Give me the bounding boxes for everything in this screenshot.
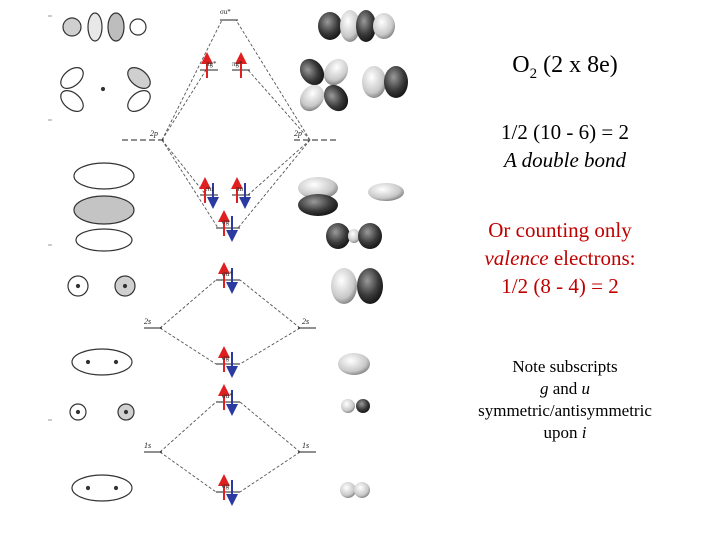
slide-title: O2 (2 x 8e): [470, 52, 660, 83]
render-sigma-star-1s: [341, 399, 370, 413]
valence-note-line2-rest: electrons:: [548, 246, 636, 270]
label-2p-left: 2p: [150, 129, 158, 138]
label-2p-right: 2p: [294, 129, 302, 138]
render-pi-star: [299, 58, 408, 112]
inversion-i: i: [581, 423, 587, 442]
subscript-g: g: [539, 379, 549, 398]
bond-order-block: 1/2 (10 - 6) = 2 A double bond: [470, 118, 660, 174]
symmetry-note-line3: symmetric/antisymmetric: [478, 401, 652, 420]
correlation-lines: [159, 19, 311, 493]
render-sigma-2s: [338, 353, 370, 375]
label-pi-left: πu: [206, 185, 214, 193]
energy-axis-ticks: [48, 15, 52, 421]
label-pi-star-right: πg*: [232, 60, 243, 68]
orbital-renderings-right: [298, 10, 408, 498]
label-2s-left: 2s: [144, 317, 151, 326]
symmetry-note-line2: g and u: [455, 378, 675, 400]
bond-order-equation: 1/2 (10 - 6) = 2: [501, 120, 629, 144]
label-sigma-2s: σg: [222, 354, 230, 362]
valence-word: valence: [484, 246, 549, 270]
label-1s-right: 1s: [302, 441, 309, 450]
electron-arrows: [199, 52, 251, 506]
label-sigma-star-2p: σu*: [220, 8, 231, 16]
symmetry-note-line1: Note subscripts: [512, 357, 618, 376]
label-sigma-2p: σg: [222, 218, 230, 226]
label-sigma-star-2s: σu*: [222, 270, 233, 278]
symmetry-note-upon: upon: [543, 423, 582, 442]
label-1s-left: 1s: [144, 441, 151, 450]
valence-note-line2: valence electrons:: [455, 244, 665, 272]
label-sigma-1s: σg: [222, 482, 230, 490]
render-pi: [298, 177, 404, 216]
render-sigma-star-2s: [331, 268, 383, 304]
orbital-sketches-left: [60, 12, 151, 502]
level-labels: σu* πg* πg* 2p 2p πu πu σg σu* 2s 2s σg …: [144, 8, 309, 490]
render-sigma-2p: [326, 223, 382, 249]
label-sigma-star-1s: σu*: [222, 392, 233, 400]
symmetry-note-and: and: [548, 379, 582, 398]
energy-levels: [122, 19, 336, 493]
title-subscript: 2: [529, 65, 538, 82]
label-2s-right: 2s: [302, 317, 309, 326]
bond-order-conclusion: A double bond: [503, 148, 627, 172]
render-sigma-star-2p: [318, 10, 395, 42]
title-rest: (2 x 8e): [537, 52, 618, 78]
symmetry-note-block: Note subscripts g and u symmetric/antisy…: [455, 356, 675, 444]
label-pi-star-left: πg*: [206, 60, 217, 68]
render-sigma-1s: [340, 482, 370, 498]
title-element: O: [512, 52, 530, 78]
valence-note-line1: Or counting only: [488, 218, 632, 242]
symmetry-note-line4: upon i: [455, 422, 675, 444]
subscript-u: u: [581, 379, 591, 398]
valence-note-equation: 1/2 (8 - 4) = 2: [501, 274, 619, 298]
valence-note-block: Or counting only valence electrons: 1/2 …: [455, 216, 665, 300]
label-pi-right: πu: [236, 185, 244, 193]
